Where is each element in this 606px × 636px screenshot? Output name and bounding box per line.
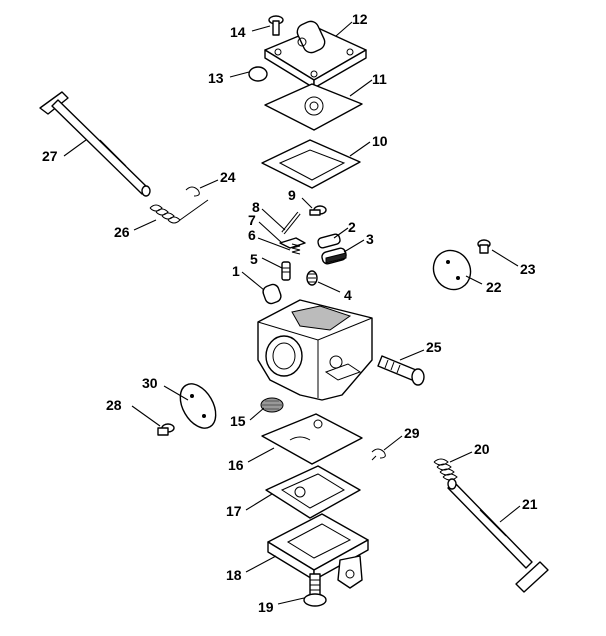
callout-4: 4 [344, 287, 352, 303]
callout-8: 8 [252, 199, 260, 215]
part-1-plug [262, 283, 282, 305]
part-21-throttle-shaft [447, 478, 549, 593]
callout-19: 19 [258, 599, 274, 615]
part-8-pin [281, 211, 301, 235]
callout-28: 28 [106, 397, 122, 413]
part-23-screw [477, 239, 491, 254]
callout-29: 29 [404, 425, 420, 441]
part-19-screw [303, 573, 327, 607]
callout-30: 30 [142, 375, 158, 391]
part-15-screen [260, 397, 284, 413]
callout-17: 17 [226, 503, 242, 519]
part-22-throttle-plate [432, 249, 472, 291]
callout-16: 16 [228, 457, 244, 473]
callout-18: 18 [226, 567, 242, 583]
callout-23: 23 [520, 261, 536, 277]
callout-labels: 14 12 13 11 10 9 8 7 6 2 3 5 1 4 25 15 1… [42, 11, 538, 615]
part-29-clip [371, 448, 386, 461]
callout-12: 12 [352, 11, 368, 27]
callout-3: 3 [366, 231, 374, 247]
callout-21: 21 [522, 496, 538, 512]
callout-15: 15 [230, 413, 246, 429]
callout-14: 14 [230, 24, 246, 40]
leader-lines [63, 21, 521, 605]
callout-13: 13 [208, 70, 224, 86]
part-24-clip [185, 186, 200, 197]
callout-5: 5 [250, 251, 258, 267]
part-20-spring [433, 458, 458, 481]
callout-10: 10 [372, 133, 388, 149]
part-13-o-ring [248, 66, 268, 82]
callout-20: 20 [474, 441, 490, 457]
carburetor-body [257, 299, 373, 401]
part-4-spring [306, 270, 318, 286]
callout-1: 1 [232, 263, 240, 279]
callout-11: 11 [372, 71, 387, 87]
part-25-adjusting-screw [377, 355, 425, 386]
callout-9: 9 [288, 187, 296, 203]
callout-2: 2 [348, 219, 356, 235]
part-7-lever [279, 237, 306, 249]
part-27-choke-shaft [39, 91, 151, 197]
part-28-screw [157, 423, 175, 436]
callout-25: 25 [426, 339, 442, 355]
part-10-gasket [261, 139, 361, 189]
part-17-gasket [265, 465, 361, 519]
callout-22: 22 [486, 279, 502, 295]
part-12-pump-cover [264, 20, 367, 89]
part-26-spring [149, 199, 209, 224]
part-14-screw [268, 15, 284, 36]
callout-7: 7 [248, 212, 256, 228]
callout-24: 24 [220, 169, 236, 185]
part-18-end-cover [267, 513, 369, 589]
part-16-metering-diaphragm [261, 413, 363, 465]
part-6-spring [291, 243, 301, 255]
part-3-pad [321, 247, 347, 265]
part-9-screw [309, 205, 327, 216]
callout-26: 26 [114, 224, 130, 240]
part-5-needle [281, 261, 291, 281]
callout-6: 6 [248, 227, 256, 243]
callout-27: 27 [42, 148, 58, 164]
part-11-diaphragm [264, 83, 363, 131]
part-30-choke-plate [179, 383, 217, 429]
